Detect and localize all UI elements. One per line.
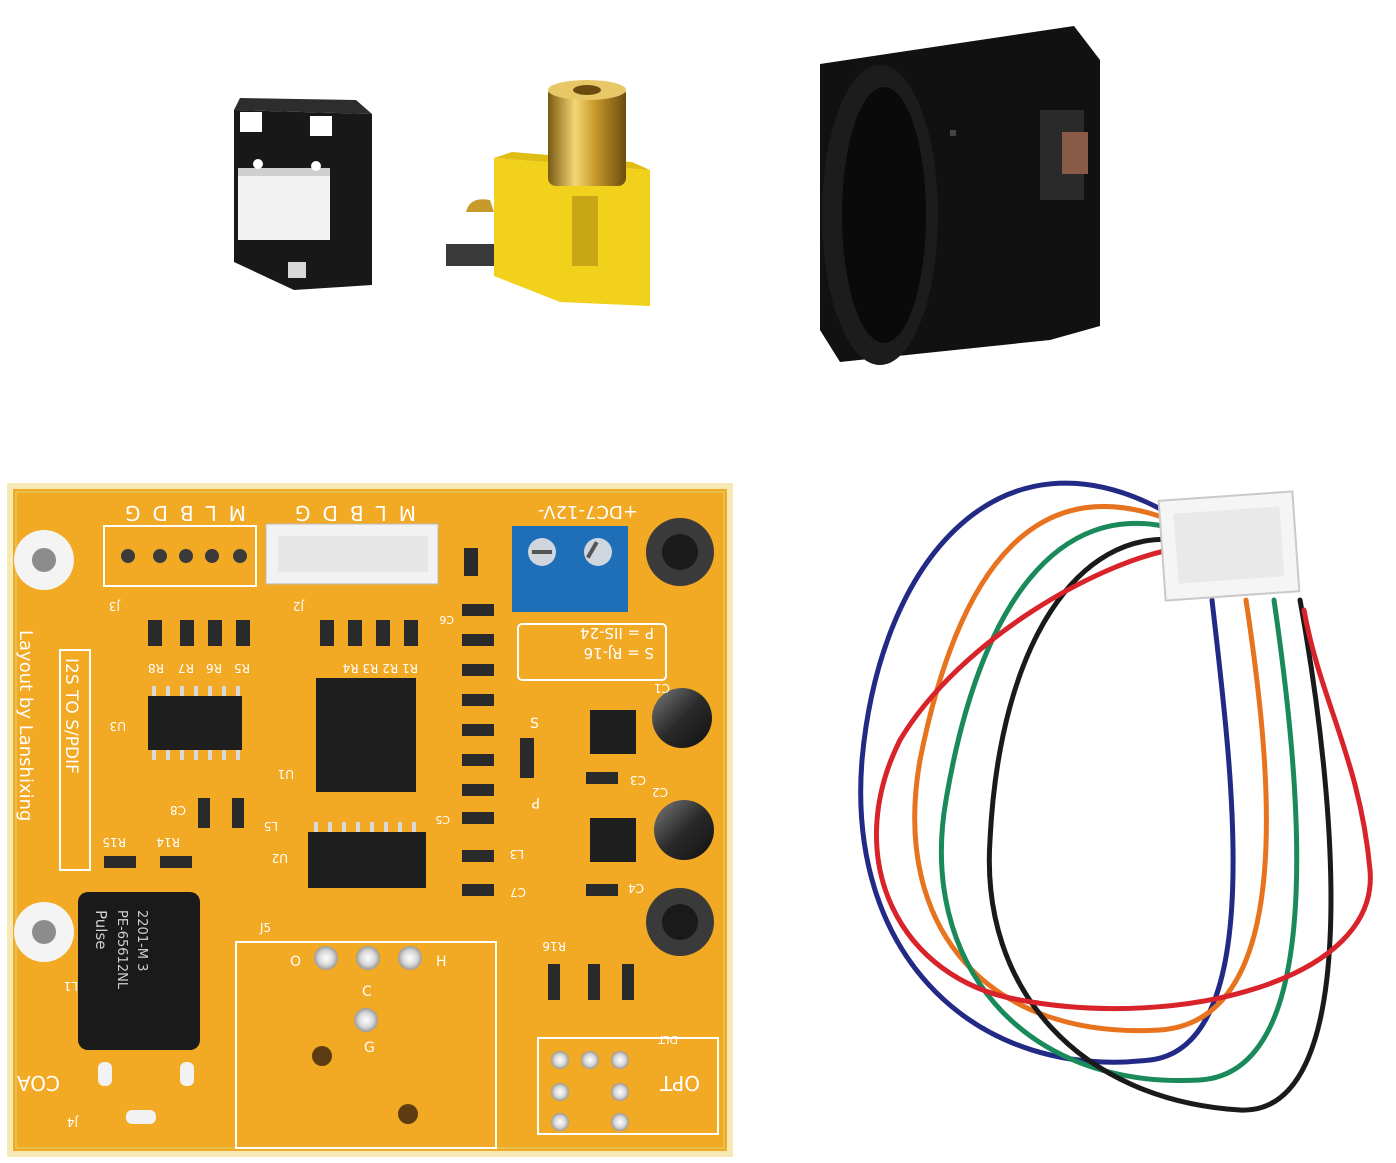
s-jumper-label: S [530,716,539,732]
refdes-c6: C6 [439,613,454,626]
ic-u2 [308,832,426,888]
refdes-u1: U1 [278,767,294,781]
pad-o-label: O [290,954,301,970]
ic-u3 [148,696,242,750]
pcb-board [7,483,733,1157]
refdes-r14: R14 [156,835,180,849]
transformer-part: PE-65612NL [114,910,129,990]
j2-pin-labels: MLBDG [283,501,416,525]
power-label: +DC7-12V- [538,501,638,522]
refdes-c8: C8 [170,803,186,817]
refdes-j5: J5 [259,921,271,935]
refdes-r1-r4: R1 R2 R3 R4 [343,661,418,675]
refdes-r6: R6 [206,661,222,675]
refdes-u3: U3 [110,719,126,733]
pad-g-label: G [364,1040,375,1056]
refdes-c2: C2 [652,785,668,799]
refdes-c7: C7 [510,885,526,899]
refdes-l5: L5 [264,819,278,833]
refdes-u2: U2 [272,851,288,865]
rca-jack-icon [446,80,650,306]
pad-h-label: H [436,954,447,970]
refdes-dlt: DLT [658,1033,678,1046]
refdes-r16: R16 [542,939,566,953]
refdes-l1: L1 [64,979,78,993]
legend-p: P = IIS-24 [580,624,654,642]
jst-connector [1157,490,1301,602]
refdes-r15: R15 [102,835,126,849]
layout-credit: Layout by Lanshixing [15,630,36,821]
optical-label: OPT [659,1071,700,1095]
refdes-j4: J4 [67,1115,79,1129]
j3-pin-labels: MLBDG [113,501,246,525]
refdes-l3: L3 [510,847,524,861]
refdes-j3: J3 [109,599,121,613]
legend-s: S = RJ-16 [584,644,654,662]
pad-c-label: C [362,984,372,1000]
coax-label: COA [17,1071,60,1095]
refdes-r7: R7 [178,661,194,675]
transformer-label: Pulse PE-65612NL 2201-M 3 [92,910,149,990]
p-jumper-label: P [532,794,540,810]
xlr-jack-icon [820,26,1100,365]
product-title: I2S TO S/PDIF [61,658,81,774]
refdes-j2: J2 [293,599,305,613]
ic-u1 [316,678,416,792]
transformer-brand: Pulse [92,910,110,950]
toslink-jack-icon [234,98,372,290]
pulse-transformer [78,892,200,1050]
refdes-c3: C3 [630,773,646,787]
transformer-code: 2201-M 3 [134,910,149,971]
jst-cable-icon [858,480,1373,1113]
refdes-r8: R8 [148,661,164,675]
refdes-r5: R5 [234,661,250,675]
silkscreen-text: MLBDG MLBDG +DC7-12V- Layout by Lanshixi… [15,501,700,1129]
refdes-c4: C4 [628,881,644,895]
refdes-c1: C1 [654,681,670,695]
refdes-c5: C5 [435,813,450,826]
terminal-block [512,526,628,612]
